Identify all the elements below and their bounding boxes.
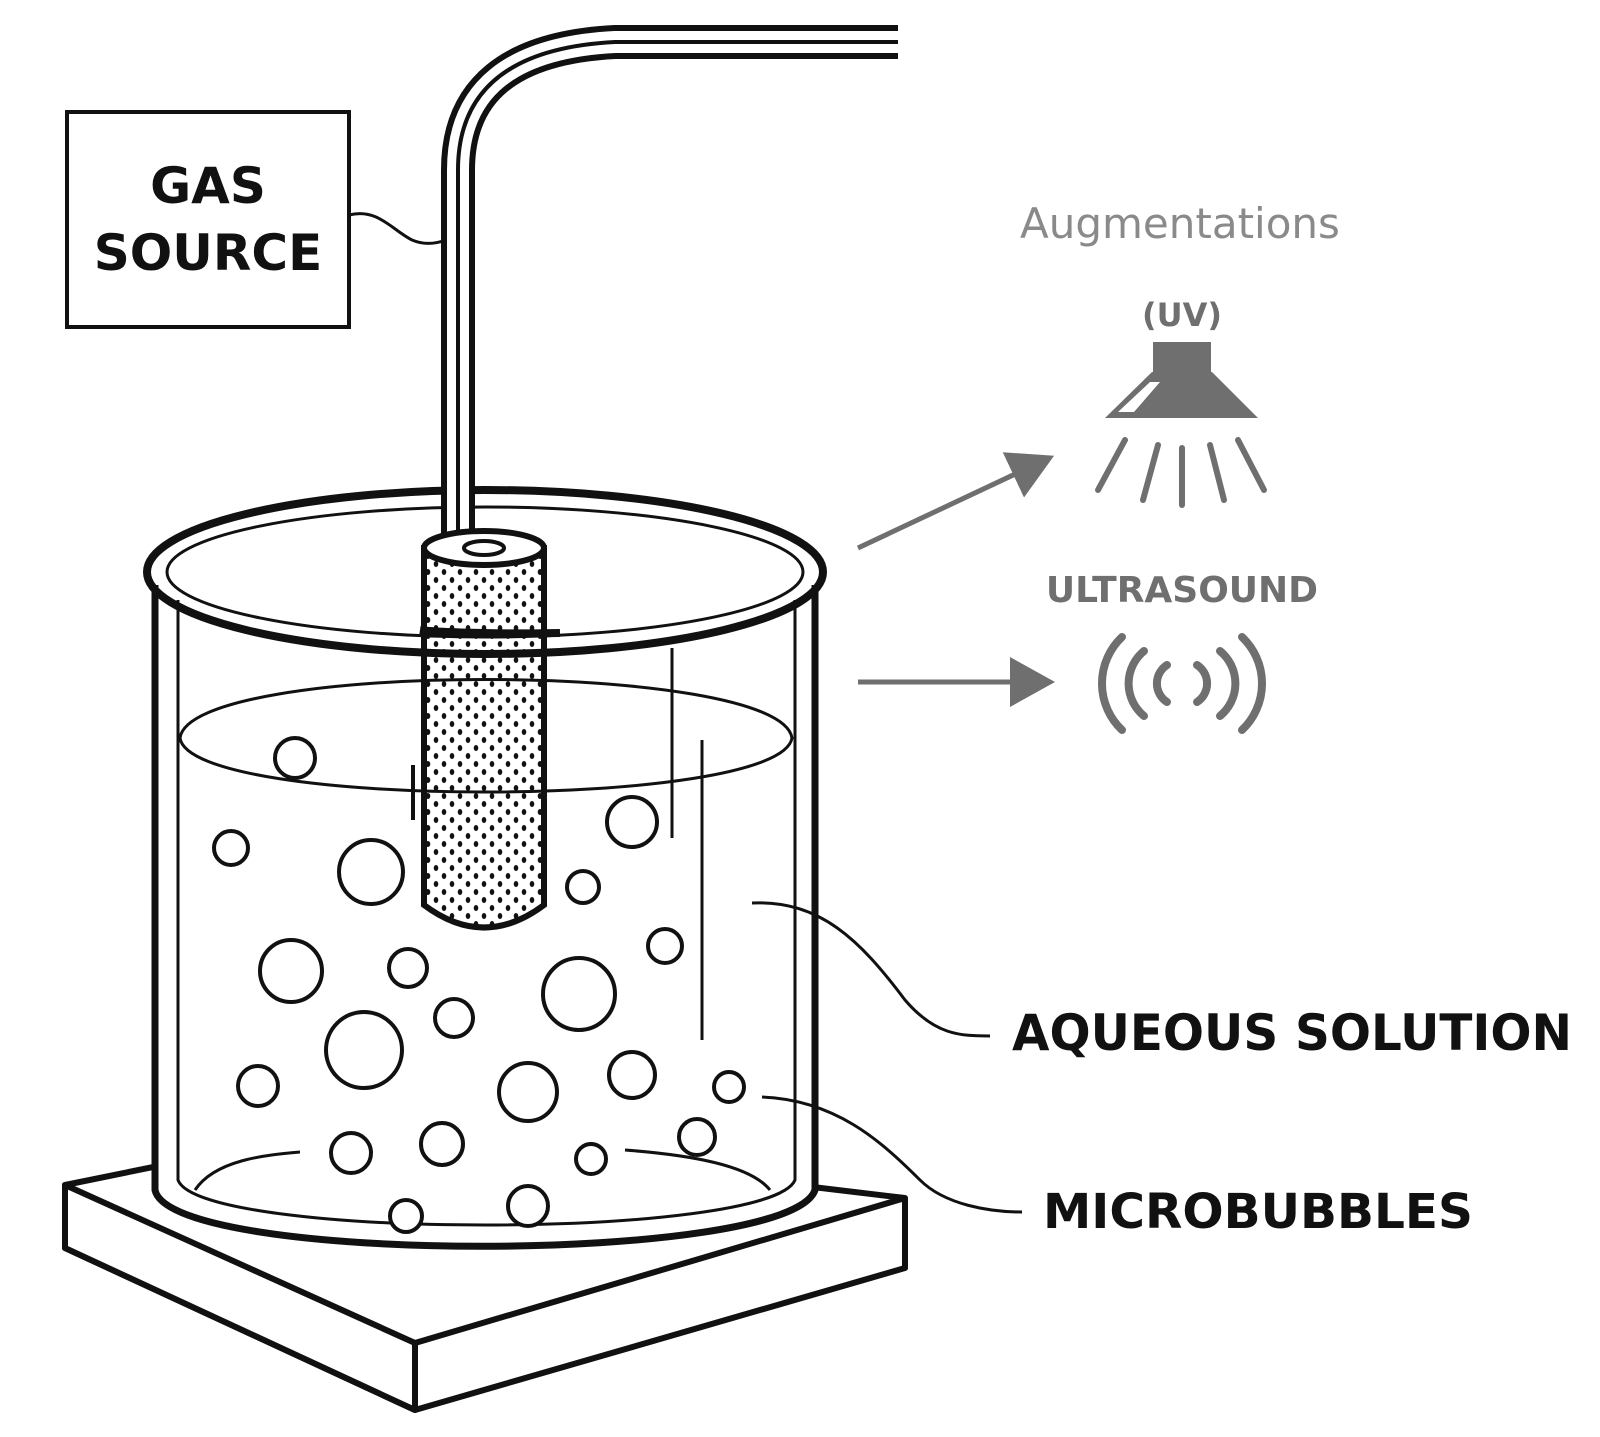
- microbubble: [388, 1198, 424, 1234]
- microbubble: [387, 947, 429, 989]
- microbubble: [541, 956, 617, 1032]
- microbubble: [607, 1050, 657, 1100]
- microbubble: [258, 938, 324, 1004]
- uv-lamp-icon: [1095, 342, 1267, 508]
- liquid-surface: [178, 678, 794, 794]
- microbubble: [712, 1070, 746, 1104]
- aqueous-solution-leader: [751, 901, 991, 1038]
- microbubble: [419, 1121, 465, 1167]
- diffuser-stone: [411, 528, 561, 931]
- gas-tube: [441, 25, 898, 540]
- microbubble: [433, 997, 475, 1039]
- callouts: AQUEOUS SOLUTION MICROBUBBLES: [751, 901, 1572, 1240]
- microbubble: [337, 838, 405, 906]
- microbubble: [605, 795, 659, 849]
- gas-source-line1: GAS: [150, 157, 266, 215]
- ultrasound-waves-icon: [1097, 633, 1267, 734]
- gas-source-connector: [348, 212, 447, 245]
- uv-label: (UV): [1142, 296, 1222, 334]
- microbubble: [236, 1064, 280, 1108]
- gas-source: GAS SOURCE: [65, 110, 447, 329]
- ultrasound-label: ULTRASOUND: [1046, 570, 1318, 611]
- microbubble: [574, 1142, 608, 1176]
- gas-source-box: [65, 110, 351, 329]
- microbubble: [497, 1061, 559, 1123]
- gas-source-line2: SOURCE: [94, 224, 322, 282]
- aqueous-solution-label: AQUEOUS SOLUTION: [1012, 1004, 1572, 1062]
- augmentations-panel: Augmentations (UV) ULTRASOUND: [856, 199, 1340, 734]
- microbubbles-label: MICROBUBBLES: [1043, 1184, 1473, 1240]
- microbubble: [273, 736, 317, 780]
- augmentations-heading: Augmentations: [1020, 199, 1340, 248]
- microbubble: [212, 829, 250, 867]
- microbubble: [677, 1117, 717, 1157]
- microbubble: [324, 1010, 404, 1090]
- microbubble: [329, 1131, 373, 1175]
- microbubble: [565, 869, 601, 905]
- microbubbles-group: [212, 736, 746, 1234]
- microbubbles-leader: [761, 1095, 1023, 1214]
- microbubble: [646, 927, 684, 965]
- microbubble: [506, 1184, 550, 1228]
- arrow-right-icon: [856, 452, 1055, 551]
